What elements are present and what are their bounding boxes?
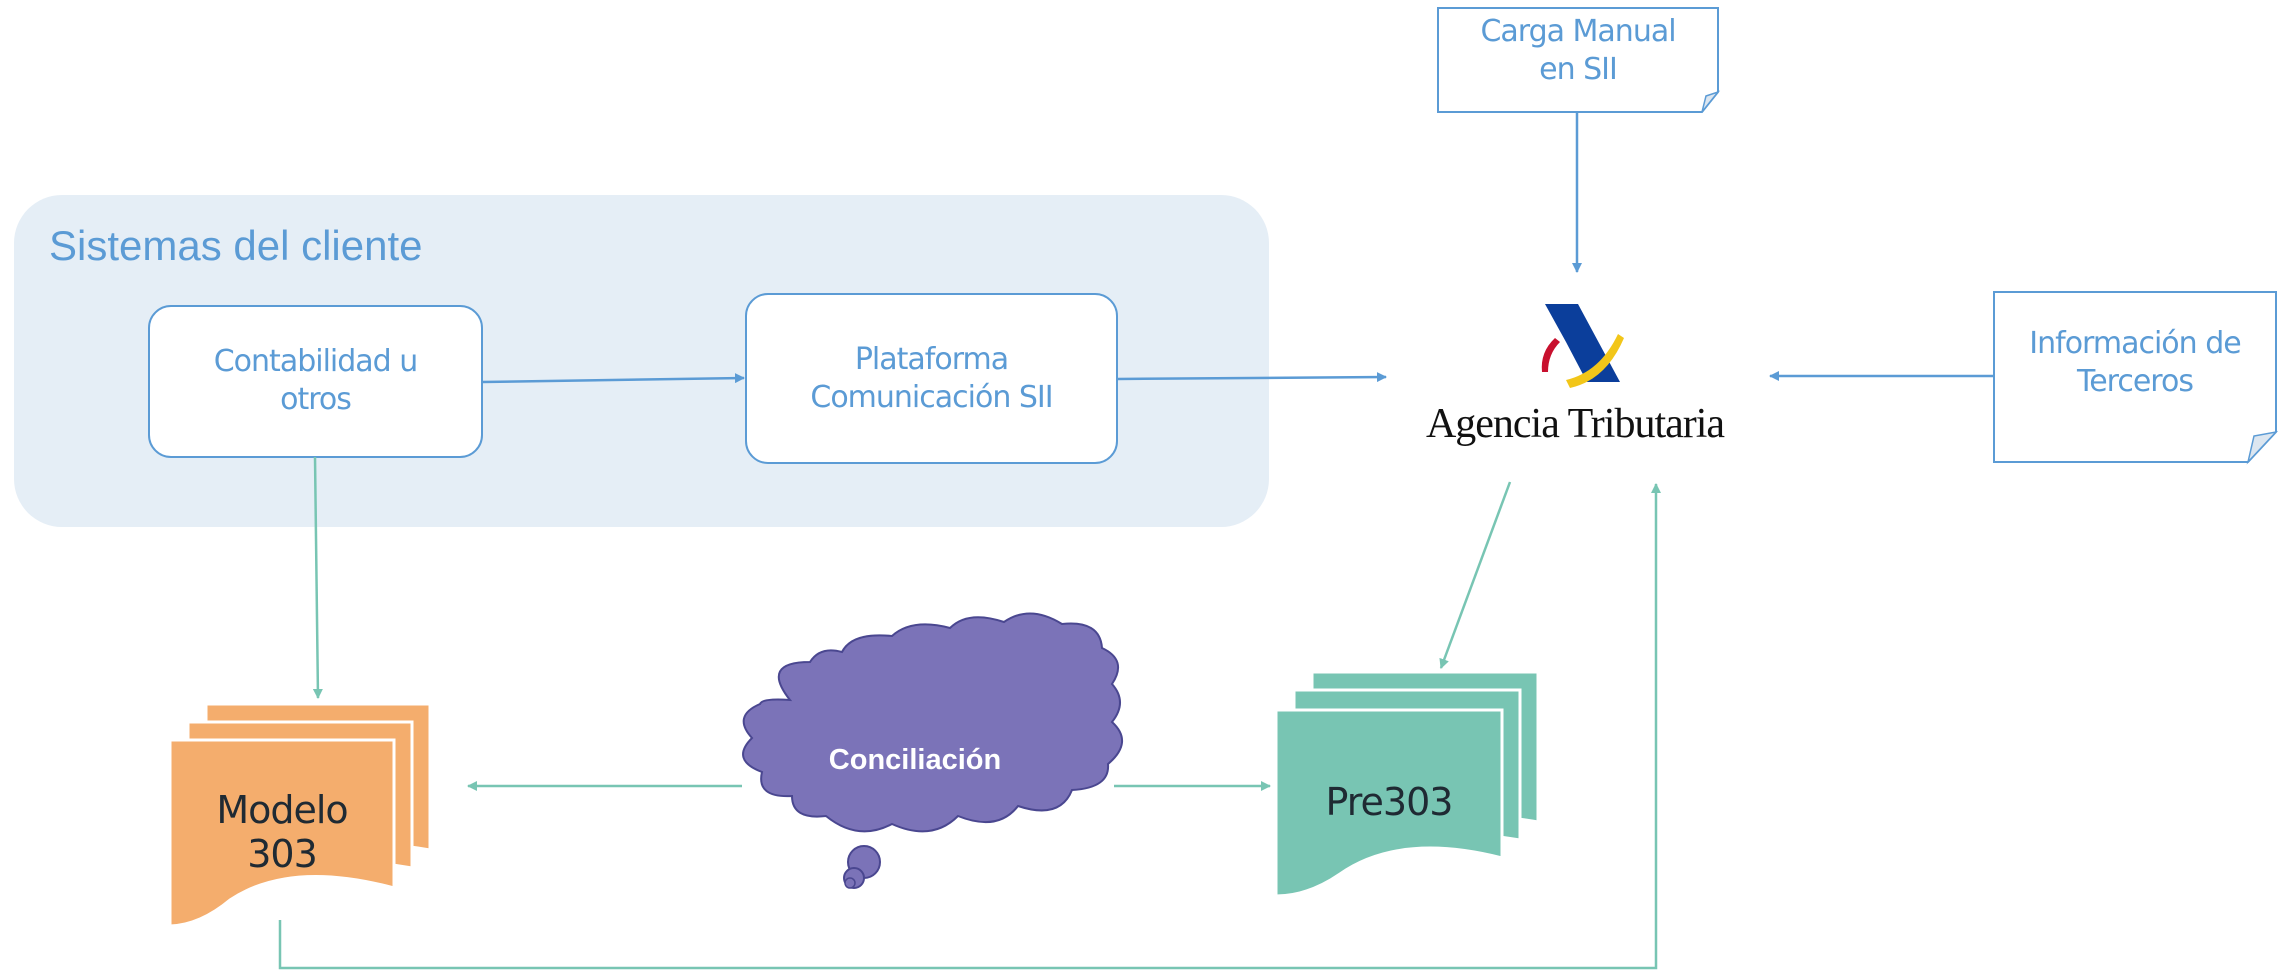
plataforma-label: Plataforma Comunicación SII — [810, 342, 1053, 415]
logo-red-stroke — [1541, 338, 1560, 372]
info-terceros-note-fold — [2246, 430, 2279, 465]
conciliacion-cloud — [742, 612, 1123, 889]
group-title: Sistemas del cliente — [49, 222, 423, 269]
pre303-label: Pre303 — [1325, 780, 1454, 824]
arrow-plataforma-to-agencia — [1116, 372, 1387, 383]
carga-manual-note-fold — [1701, 90, 1721, 113]
cloud-bubble-small — [844, 877, 856, 889]
carga-manual-label: Carga Manual en SII — [1480, 14, 1676, 87]
arrow-modelo303-to-agencia — [278, 483, 1661, 970]
info-terceros-label: Información de Terceros — [2029, 326, 2241, 399]
modelo-303-page-front — [168, 738, 396, 928]
arrow-contabilidad-to-plataforma — [481, 373, 745, 384]
pre303-page-front — [1274, 708, 1504, 898]
conciliacion-label: Conciliación — [828, 744, 1002, 776]
logo-yellow-stroke — [1566, 334, 1624, 388]
agencia-tributaria-label: Agencia Tributaria — [1425, 401, 1725, 447]
agencia-tributaria-logo — [1541, 304, 1624, 388]
modelo-303-label: Modelo 303 — [216, 788, 348, 876]
arrow-contabilidad-to-modelo303 — [312, 456, 323, 699]
pre303-document — [1274, 670, 1540, 898]
contabilidad-label: Contabilidad u otros — [213, 344, 419, 417]
modelo-303-document — [168, 702, 432, 928]
arrow-agencia-to-pre303 — [1439, 481, 1512, 669]
